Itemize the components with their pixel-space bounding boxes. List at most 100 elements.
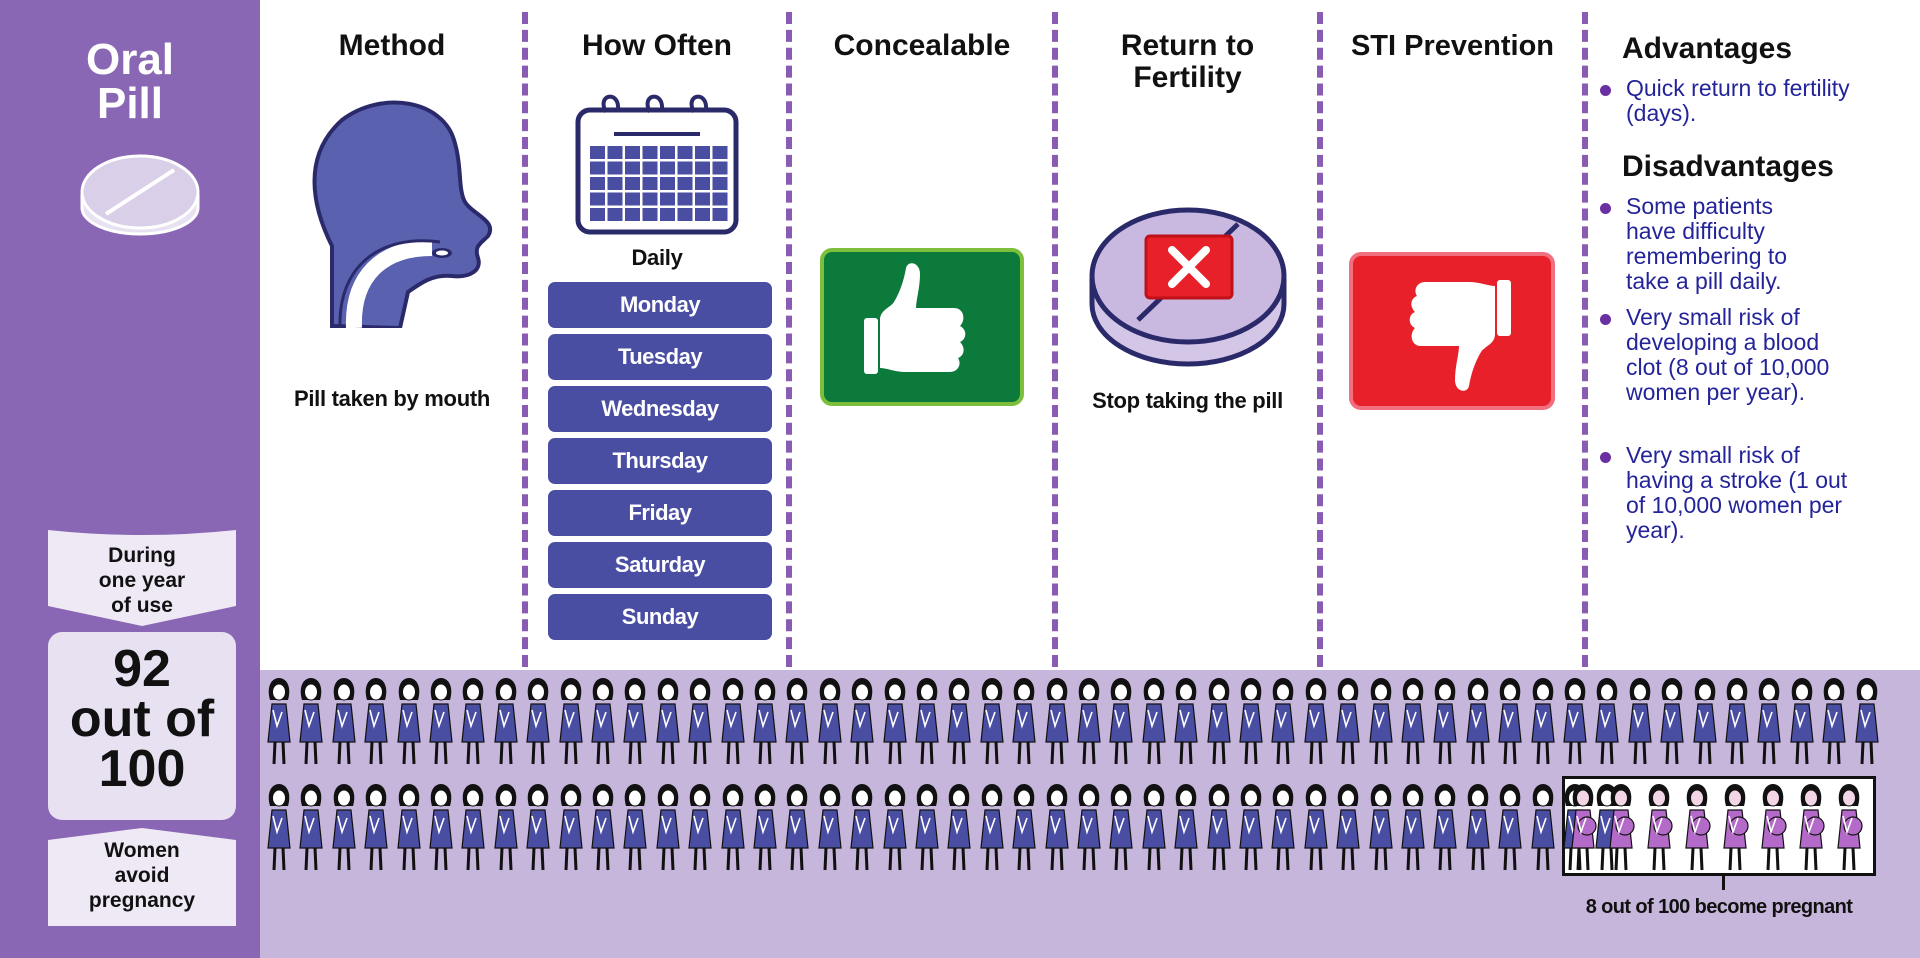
woman-icon: [912, 676, 942, 773]
woman-icon: [912, 782, 942, 879]
woman-icon: [394, 676, 424, 773]
pregnant-woman-icon: [1568, 782, 1598, 879]
woman-icon: [588, 782, 618, 879]
woman-icon: [1592, 676, 1622, 773]
women-label: Women avoid pregnancy: [48, 838, 236, 913]
woman-icon: [1657, 676, 1687, 773]
woman-icon: [620, 782, 650, 879]
woman-icon: [1204, 676, 1234, 773]
woman-icon: [329, 782, 359, 879]
advantages-header: Advantages: [1622, 32, 1793, 65]
woman-icon: [620, 676, 650, 773]
woman-icon: [296, 782, 326, 879]
count-line-1: 92: [113, 640, 171, 698]
woman-icon: [944, 782, 974, 879]
woman-icon: [1852, 676, 1882, 773]
pill-x-icon: [1089, 207, 1287, 367]
calendar-icon: [575, 94, 739, 235]
thumbs-down-icon: [1349, 252, 1555, 410]
woman-icon: [1268, 676, 1298, 773]
woman-icon: [491, 676, 521, 773]
during-label: During one year of use: [48, 543, 236, 618]
woman-icon: [944, 676, 974, 773]
woman-icon: [1625, 676, 1655, 773]
woman-icon: [264, 782, 294, 879]
woman-icon: [1495, 782, 1525, 879]
how-often-header: How Often: [582, 29, 732, 62]
woman-icon: [1819, 676, 1849, 773]
woman-icon: [264, 676, 294, 773]
day-tuesday: Tuesday: [548, 334, 772, 380]
method-caption: Pill taken by mouth: [294, 386, 490, 411]
woman-icon: [556, 782, 586, 879]
pregnant-woman-icon: [1834, 782, 1864, 879]
pregnant-woman-icon: [1682, 782, 1712, 879]
woman-icon: [1398, 676, 1428, 773]
advantage-item: Quick return to fertility (days).: [1600, 76, 1911, 126]
pregnant-caption: 8 out of 100 become pregnant: [1585, 896, 1853, 918]
during-arrow: [48, 530, 236, 626]
effectiveness-count: 92 out of 100: [48, 632, 236, 820]
woman-icon: [458, 676, 488, 773]
column-divider: [1052, 12, 1058, 667]
title-line-2: Pill: [96, 79, 164, 128]
women-line-1: Women: [104, 839, 180, 862]
woman-icon: [750, 782, 780, 879]
pregnant-woman-icon: [1606, 782, 1636, 879]
head-profile-icon: [312, 100, 493, 328]
method-column: Method Pill taken by mouth: [262, 0, 522, 670]
how-often-caption: Daily: [631, 245, 683, 270]
woman-icon: [394, 782, 424, 879]
woman-icon: [1139, 676, 1169, 773]
woman-icon: [1009, 782, 1039, 879]
pregnant-woman-icon: [1720, 782, 1750, 879]
woman-icon: [361, 782, 391, 879]
woman-icon: [1268, 782, 1298, 879]
woman-icon: [426, 676, 456, 773]
woman-icon: [977, 782, 1007, 879]
woman-icon: [523, 676, 553, 773]
woman-icon: [1009, 676, 1039, 773]
woman-icon: [815, 676, 845, 773]
woman-icon: [718, 782, 748, 879]
disadvantage-text: Very small risk of having a stroke (1 ou…: [1626, 442, 1848, 543]
method-header: Method: [338, 29, 446, 62]
woman-icon: [847, 782, 877, 879]
women-arrow: [48, 828, 236, 926]
woman-icon: [491, 782, 521, 879]
woman-icon: [1204, 782, 1234, 879]
woman-icon: [1366, 676, 1396, 773]
count-line-3: 100: [98, 740, 186, 798]
woman-icon: [458, 782, 488, 879]
count-line-2: out of: [69, 690, 215, 748]
woman-icon: [1366, 782, 1396, 879]
woman-icon: [977, 676, 1007, 773]
disadvantage-item: Very small risk of having a stroke (1 ou…: [1600, 442, 1856, 543]
woman-icon: [1106, 782, 1136, 879]
woman-icon: [1333, 782, 1363, 879]
woman-icon: [1074, 782, 1104, 879]
woman-icon: [653, 782, 683, 879]
woman-icon: [685, 676, 715, 773]
column-divider: [786, 12, 792, 667]
woman-icon: [523, 782, 553, 879]
woman-icon: [750, 676, 780, 773]
thumbs-up-icon: [820, 248, 1024, 406]
during-line-1: During: [108, 544, 176, 567]
fertility-header-line-2: Fertility: [1133, 61, 1242, 94]
woman-icon: [718, 676, 748, 773]
pregnant-woman-icon: [1796, 782, 1826, 879]
woman-icon: [1171, 676, 1201, 773]
woman-icon: [1301, 676, 1331, 773]
fertility-caption: Stop taking the pill: [1092, 388, 1283, 413]
day-friday: Friday: [548, 490, 772, 536]
woman-icon: [1042, 782, 1072, 879]
woman-icon: [1430, 782, 1460, 879]
woman-icon: [1528, 676, 1558, 773]
woman-icon: [1106, 676, 1136, 773]
woman-icon: [880, 676, 910, 773]
disadvantages-header: Disadvantages: [1622, 150, 1834, 183]
method-title: Oral Pill: [0, 38, 260, 126]
woman-icon: [1139, 782, 1169, 879]
woman-icon: [1495, 676, 1525, 773]
